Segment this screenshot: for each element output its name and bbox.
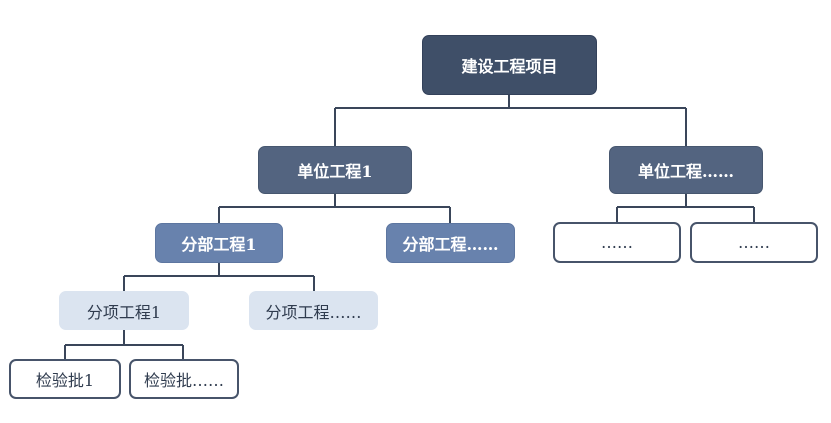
node-inspection-lot-more: 检验批…… bbox=[129, 359, 239, 399]
node-label: 分项工程…… bbox=[265, 302, 362, 322]
connector-root bbox=[334, 95, 687, 146]
node-unit-project-1: 单位工程1 bbox=[258, 146, 412, 194]
node-label: 分部工程1 bbox=[181, 235, 257, 254]
node-label: 分项工程1 bbox=[86, 302, 162, 322]
node-label: 检验批…… bbox=[143, 371, 224, 390]
node-label: 建设工程项目 bbox=[461, 57, 558, 76]
node-unit-more-child-1: …… bbox=[553, 222, 681, 263]
node-label: 分部工程…… bbox=[402, 235, 499, 254]
node-label: 检验批1 bbox=[35, 371, 95, 390]
node-label: …… bbox=[601, 233, 633, 252]
node-unit-more-child-2: …… bbox=[690, 222, 818, 263]
node-construction-project: 建设工程项目 bbox=[422, 35, 597, 95]
node-subdivision-more: 分项工程…… bbox=[249, 291, 378, 330]
node-division-more: 分部工程…… bbox=[386, 223, 515, 263]
node-label: 单位工程…… bbox=[637, 162, 734, 181]
node-division-1: 分部工程1 bbox=[155, 223, 283, 263]
connector-unit-1 bbox=[218, 194, 451, 223]
connector-division-1 bbox=[123, 263, 315, 291]
connector-unit-more bbox=[616, 194, 755, 222]
node-label: 单位工程1 bbox=[297, 162, 373, 181]
node-label: …… bbox=[738, 233, 770, 252]
node-inspection-lot-1: 检验批1 bbox=[9, 359, 121, 399]
node-unit-project-more: 单位工程…… bbox=[609, 146, 763, 194]
connector-subdivision-1 bbox=[64, 330, 184, 359]
node-subdivision-1: 分项工程1 bbox=[59, 291, 189, 330]
